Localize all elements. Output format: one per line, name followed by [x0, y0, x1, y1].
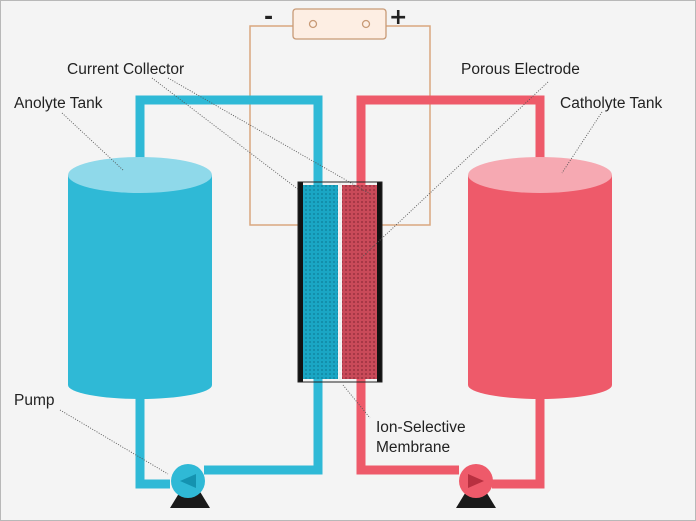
pump-label: Pump — [14, 392, 55, 409]
anolyte-tank — [68, 157, 212, 399]
electrochemical-cell — [297, 181, 383, 383]
positive-terminal-sign: + — [389, 5, 407, 30]
cathode-porous-electrode — [342, 185, 378, 379]
anode-porous-electrode — [302, 185, 338, 379]
negative-terminal-sign: - — [264, 5, 273, 30]
catholyte-tank-label: Catholyte Tank — [560, 95, 662, 112]
external-circuit-wire — [249, 25, 300, 226]
external-circuit-wire-right — [380, 25, 431, 226]
anolyte-pump — [170, 464, 210, 508]
catholyte-tank — [468, 157, 612, 399]
leader-lines — [59, 77, 603, 475]
porous-electrode-label: Porous Electrode — [461, 61, 580, 78]
cathode-current-collector — [377, 182, 382, 382]
battery-icon — [292, 8, 387, 40]
anolyte-tank-label: Anolyte Tank — [14, 95, 103, 112]
current-collector-label: Current Collector — [67, 61, 184, 78]
catholyte-pipes — [356, 95, 545, 489]
catholyte-pump — [456, 464, 496, 508]
anolyte-pipes — [135, 95, 323, 489]
membrane-label-line2: Membrane — [376, 439, 450, 456]
anode-current-collector — [298, 182, 303, 382]
membrane-label-line1: Ion-Selective — [376, 419, 466, 436]
